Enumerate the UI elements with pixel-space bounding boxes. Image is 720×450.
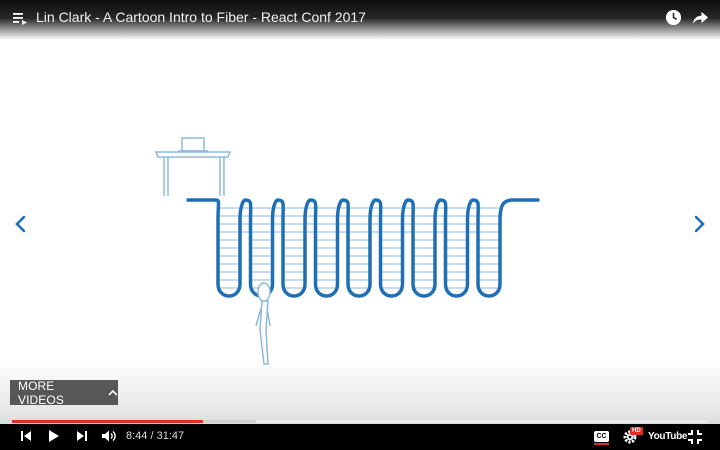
- stack-rungs: [219, 207, 499, 289]
- play-icon[interactable]: [47, 429, 60, 443]
- share-arrow-icon[interactable]: [692, 9, 709, 26]
- more-videos-label: MORE VIDEOS: [18, 378, 64, 407]
- progress-played: [12, 420, 204, 423]
- time-separator: /: [147, 430, 157, 442]
- player-top-bar: Lin Clark - A Cartoon Intro to Fiber - R…: [0, 0, 720, 40]
- video-title[interactable]: Lin Clark - A Cartoon Intro to Fiber - R…: [36, 9, 366, 25]
- chevron-left-icon[interactable]: [12, 214, 28, 234]
- exit-fullscreen-icon[interactable]: [688, 430, 702, 444]
- progress-bar[interactable]: [12, 420, 708, 423]
- captions-active-indicator: [594, 443, 609, 445]
- current-time: 8:44: [126, 430, 148, 442]
- chevron-up-icon: [108, 389, 118, 396]
- youtube-logo[interactable]: YouTube: [648, 429, 688, 443]
- hd-badge: HD: [630, 427, 643, 435]
- fiber-cartoon-illustration: [154, 137, 540, 365]
- captions-label: CC: [596, 433, 607, 440]
- playlist-icon[interactable]: [12, 10, 28, 26]
- volume-icon[interactable]: [101, 429, 117, 443]
- duration: 31:47: [156, 430, 185, 442]
- captions-icon[interactable]: CC: [594, 431, 609, 442]
- player-controls: 8:44 / 31:47 CC HD YouTube: [0, 424, 720, 450]
- more-videos-button[interactable]: MORE VIDEOS: [10, 378, 118, 407]
- skip-previous-icon[interactable]: [20, 429, 32, 443]
- gear-icon[interactable]: [622, 429, 638, 445]
- desk-drawing: [154, 137, 232, 196]
- clock-icon[interactable]: [665, 9, 682, 26]
- skip-next-icon[interactable]: [76, 429, 88, 443]
- stick-figure-drawing: [255, 282, 271, 365]
- youtube-logo-text: YouTube: [648, 430, 688, 442]
- chevron-right-icon[interactable]: [692, 214, 708, 234]
- time-display: 8:44 / 31:47: [126, 430, 184, 442]
